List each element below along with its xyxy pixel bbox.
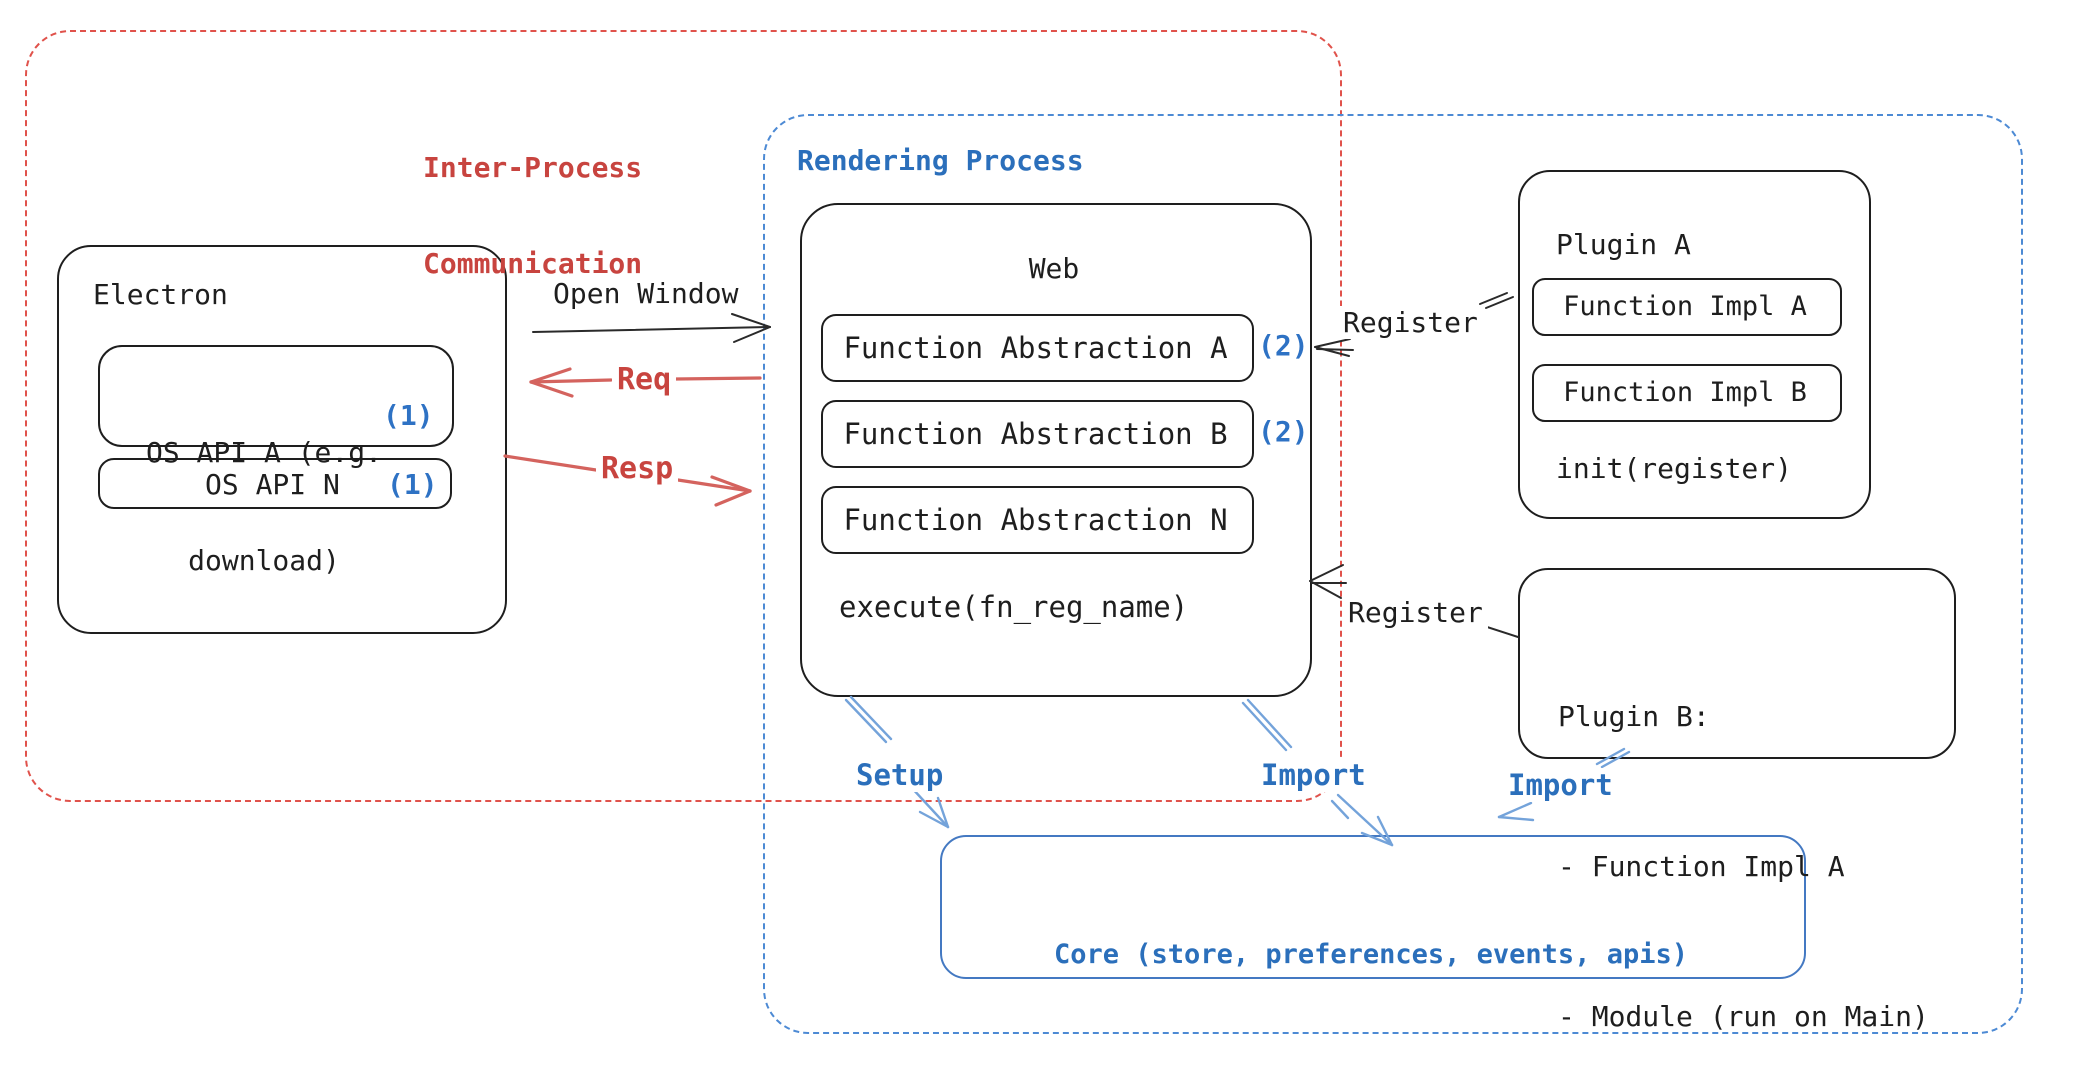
- ipc-title-line1: Inter-Process: [423, 151, 643, 184]
- setup-label: Setup: [851, 758, 949, 792]
- plugin-b-item-2: - Module (run on Main): [1558, 1000, 1929, 1033]
- import-mid-label: Import: [1256, 758, 1371, 792]
- ipc-title-line2: Communication: [423, 247, 643, 280]
- function-abstraction-n-box: [821, 486, 1254, 554]
- os-api-a-box: [98, 345, 454, 447]
- function-abstraction-a-box: [821, 314, 1254, 382]
- plugin-a-title: Plugin A: [1556, 228, 1691, 261]
- plugin-b-box: [1518, 568, 1956, 759]
- function-abstraction-a-badge: (2): [1258, 329, 1309, 362]
- os-api-a-line2: download): [188, 544, 340, 577]
- plugin-b-item-1: - Function Impl A: [1558, 850, 1845, 883]
- open-window-label: Open Window: [548, 277, 744, 310]
- function-impl-a-label: Function Impl A: [1563, 291, 1807, 322]
- core-line1: Core (store, preferences, events, apis): [1054, 939, 1688, 970]
- rendering-region-title: Rendering Process: [797, 144, 1084, 177]
- function-abstraction-b-box: [821, 400, 1254, 468]
- os-api-a-badge: (1): [383, 399, 434, 432]
- core-content: Core (store, preferences, events, apis) …: [940, 845, 1802, 1066]
- os-api-n-box: [98, 458, 452, 509]
- resp-label: Resp: [596, 451, 679, 486]
- web-title: Web: [1028, 252, 1080, 285]
- req-label: Req: [612, 362, 677, 397]
- ipc-region-title: Inter-Process Communication: [423, 88, 642, 344]
- ipc-region-frame: [25, 30, 1342, 802]
- plugin-a-box: [1518, 170, 1871, 519]
- function-impl-b-label: Function Impl B: [1563, 377, 1807, 408]
- rendering-region-frame: [763, 114, 2023, 1034]
- os-api-a-label: OS API A (e.g. download): [108, 363, 420, 651]
- os-api-a-line1: OS API A (e.g.: [145, 436, 382, 469]
- function-abstraction-b-badge: (2): [1258, 415, 1309, 448]
- function-impl-b-box: [1532, 364, 1842, 422]
- os-api-n-badge: (1): [387, 468, 438, 501]
- plugin-b-title: Plugin B:: [1558, 700, 1710, 733]
- function-abstraction-b-label: Function Abstraction B: [843, 417, 1228, 451]
- register-top-label: Register: [1338, 306, 1483, 339]
- import-right-label: Import: [1503, 768, 1618, 802]
- function-abstraction-n-label: Function Abstraction N: [843, 503, 1228, 537]
- plugin-a-init-label: init(register): [1556, 452, 1793, 485]
- register-bottom-label: Register: [1343, 596, 1488, 629]
- electron-title: Electron: [93, 278, 228, 311]
- os-api-n-label: OS API N: [205, 468, 340, 501]
- function-abstraction-a-label: Function Abstraction A: [843, 331, 1228, 365]
- plugin-b-content: Plugin B: - Function Impl A - Module (ru…: [1558, 592, 1929, 1066]
- core-box: [940, 835, 1806, 979]
- function-impl-a-box: [1532, 278, 1842, 336]
- execute-label: execute(fn_reg_name): [839, 590, 1189, 624]
